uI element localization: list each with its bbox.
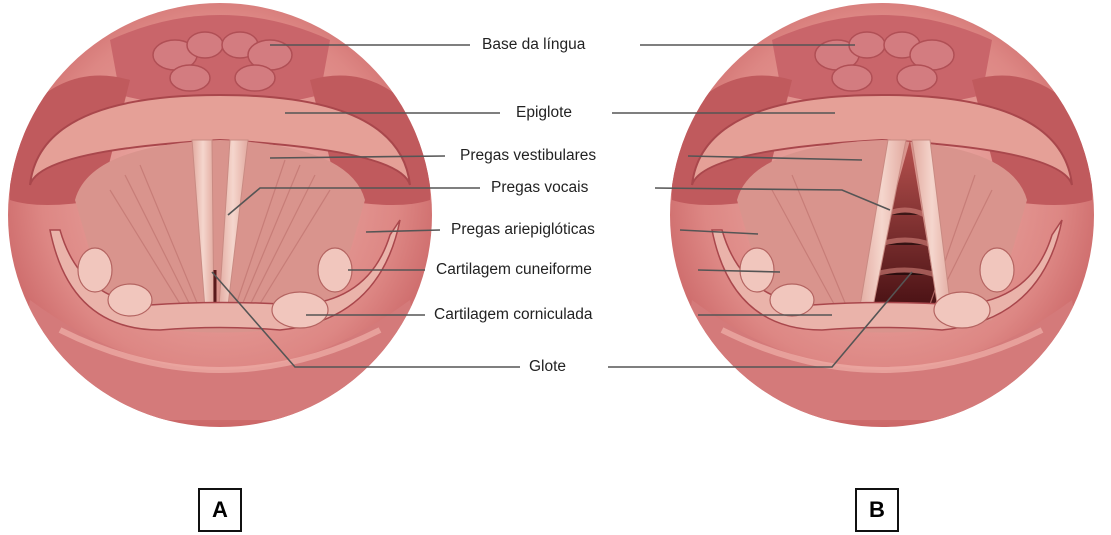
panel-label-b: B xyxy=(855,488,899,532)
panel-label-a: A xyxy=(198,488,242,532)
label-pregas-vocais: Pregas vocais xyxy=(487,178,592,198)
label-cartilagem-corniculada: Cartilagem corniculada xyxy=(430,305,597,325)
label-base-lingua: Base da língua xyxy=(478,35,589,55)
label-cartilagem-cuneiforme: Cartilagem cuneiforme xyxy=(432,260,596,280)
label-glote: Glote xyxy=(525,357,570,377)
panel-b-illustration xyxy=(670,3,1094,427)
panel-a-illustration xyxy=(8,3,432,427)
label-pregas-ariepigloticas: Pregas ariepiglóticas xyxy=(447,220,599,240)
label-pregas-vestibulares: Pregas vestibulares xyxy=(456,146,600,166)
label-epiglote: Epiglote xyxy=(512,103,576,123)
